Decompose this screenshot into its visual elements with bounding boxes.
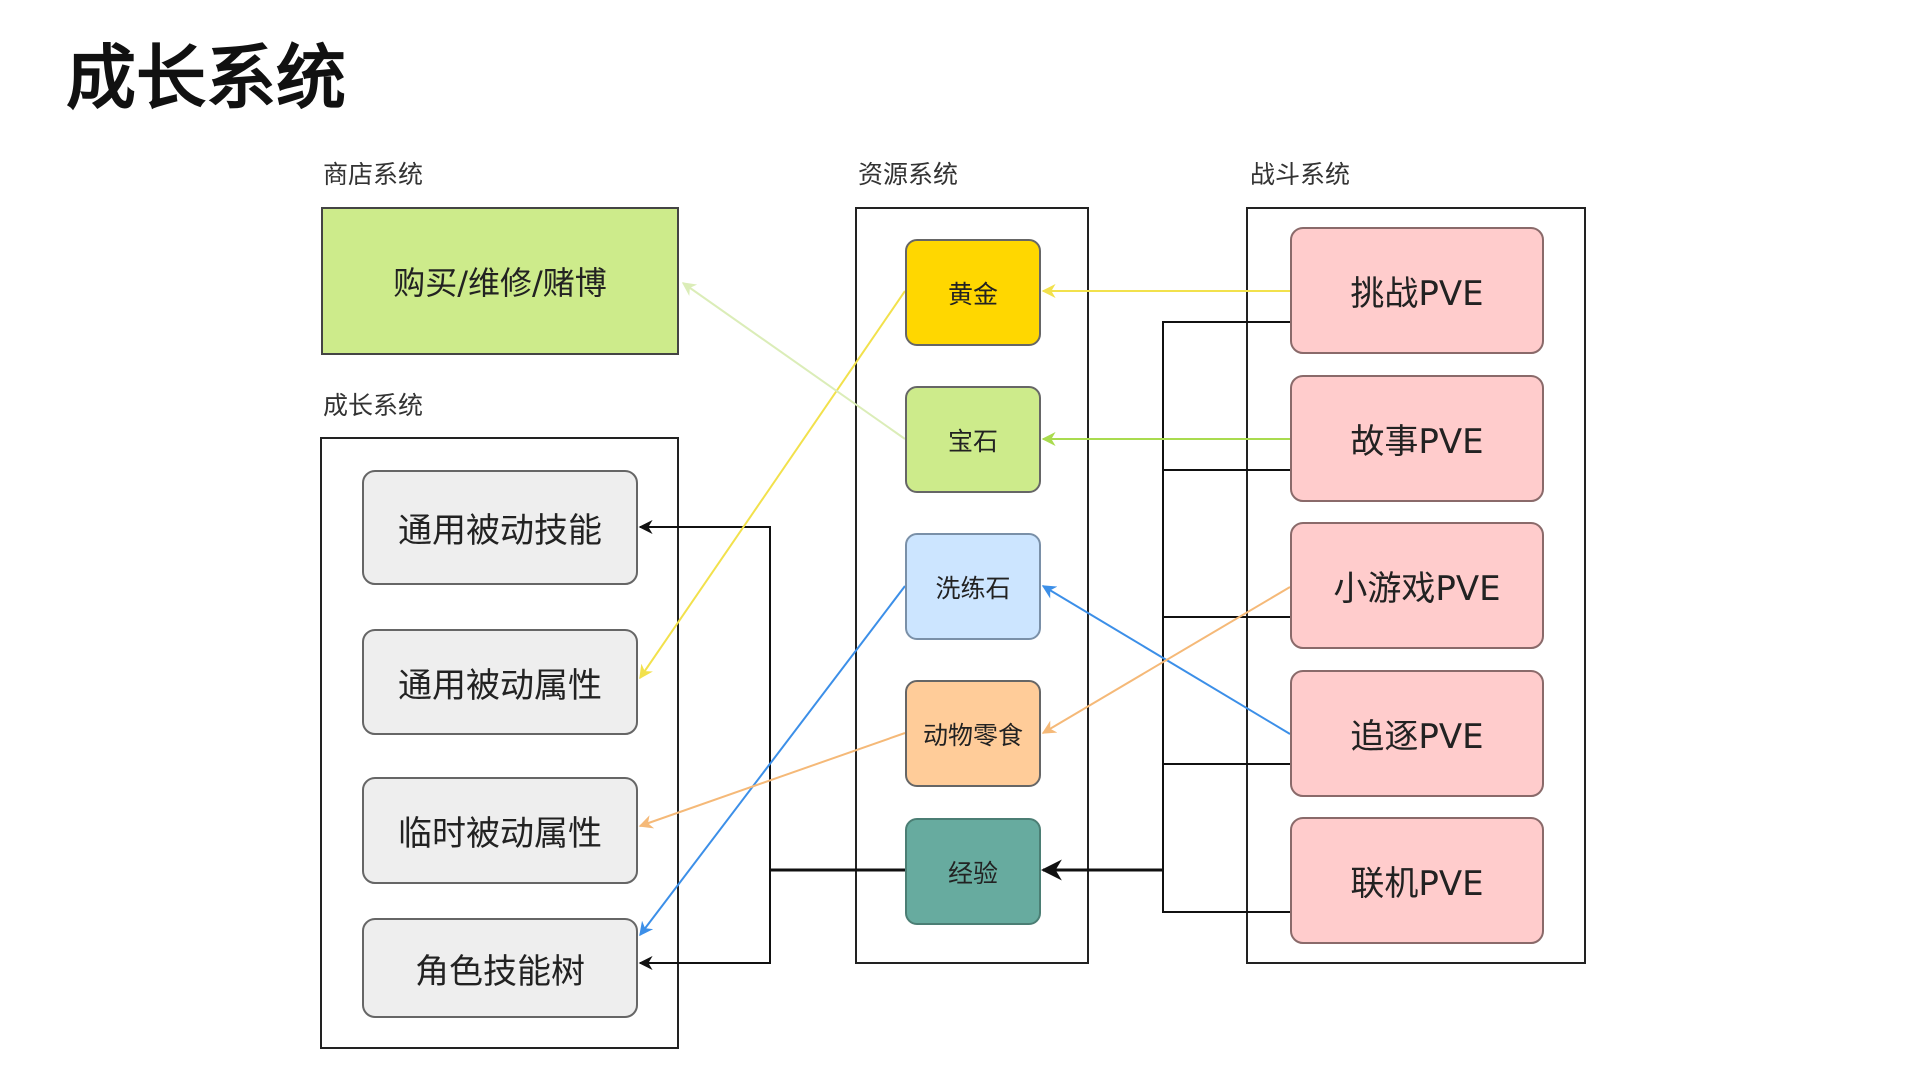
edge-snack-to-temp-attr xyxy=(638,732,906,829)
challenge-pve-node[interactable]: 挑战PVE xyxy=(1290,227,1544,354)
edge-minigame-to-snack xyxy=(1041,586,1291,734)
temp-attr-node[interactable]: 临时被动属性 xyxy=(362,777,638,884)
gem-node[interactable]: 宝石 xyxy=(905,386,1041,493)
page-title: 成长系统 xyxy=(66,37,346,119)
pet-snack-label: 动物零食 xyxy=(922,720,1023,750)
edge-gem-to-shop xyxy=(681,282,906,440)
reforge-stone-node[interactable]: 洗练石 xyxy=(905,533,1041,640)
minigame-pve-node[interactable]: 小游戏PVE xyxy=(1290,522,1544,649)
passive-attr-node[interactable]: 通用被动属性 xyxy=(362,629,638,735)
temp-attr-label: 临时被动属性 xyxy=(398,814,602,854)
pet-snack-node[interactable]: 动物零食 xyxy=(905,680,1041,787)
chase-pve-node[interactable]: 追逐PVE xyxy=(1290,670,1544,797)
gold-label: 黄金 xyxy=(947,279,998,309)
edge-reforge-to-skill-tree xyxy=(639,585,906,937)
resource-group-label: 资源系统 xyxy=(858,160,959,189)
story-pve-node[interactable]: 故事PVE xyxy=(1290,375,1544,502)
exp-node[interactable]: 经验 xyxy=(905,818,1041,925)
chase-pve-label: 追逐PVE xyxy=(1350,717,1484,757)
coop-pve-node[interactable]: 联机PVE xyxy=(1290,817,1544,944)
reforge-stone-label: 洗练石 xyxy=(935,573,1011,603)
edge-challenge-to-exp xyxy=(1162,321,1290,870)
passive-skill-node[interactable]: 通用被动技能 xyxy=(362,470,638,585)
edge-exp-to-skill-tree xyxy=(638,870,771,970)
edge-exp-to-passive-skill xyxy=(638,520,771,870)
skill-tree-label: 角色技能树 xyxy=(415,951,585,992)
battle-group-label: 战斗系统 xyxy=(1250,160,1351,189)
edge-gold-to-passive-attr xyxy=(639,290,906,680)
edge-coop-to-exp xyxy=(1162,870,1290,913)
minigame-pve-label: 小游戏PVE xyxy=(1333,569,1501,609)
gem-label: 宝石 xyxy=(947,426,998,456)
gold-node[interactable]: 黄金 xyxy=(905,239,1041,346)
shop-action-label: 购买/维修/赌博 xyxy=(393,264,607,302)
challenge-pve-label: 挑战PVE xyxy=(1350,274,1484,314)
story-pve-label: 故事PVE xyxy=(1350,422,1484,462)
growth-group-label: 成长系统 xyxy=(323,391,424,420)
coop-pve-label: 联机PVE xyxy=(1350,864,1484,904)
passive-skill-label: 通用被动技能 xyxy=(398,511,602,551)
passive-attr-label: 通用被动属性 xyxy=(398,665,602,706)
skill-tree-node[interactable]: 角色技能树 xyxy=(362,918,638,1018)
shop-action-node[interactable]: 购买/维修/赌博 xyxy=(321,207,679,355)
exp-label: 经验 xyxy=(947,858,998,888)
shop-group-label: 商店系统 xyxy=(323,160,424,189)
